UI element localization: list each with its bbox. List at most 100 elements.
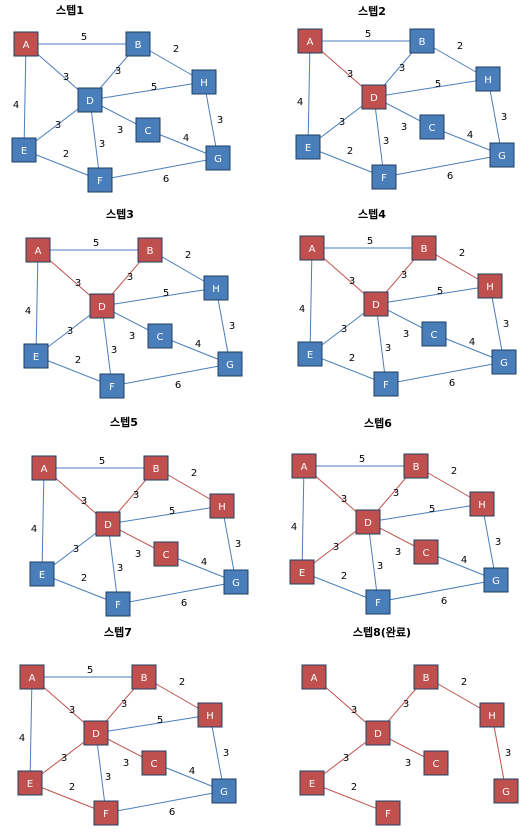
node-box [211, 778, 237, 804]
edge-weight-label: 3 [117, 125, 123, 136]
step-title: 스텝2 [358, 5, 386, 18]
node-box [419, 114, 445, 140]
edge-weight-label: 6 [169, 807, 175, 818]
node-g: G [483, 567, 509, 593]
node-box [489, 142, 515, 168]
edge-weight-label: 5 [365, 29, 371, 40]
node-box [493, 778, 519, 804]
node-label: B [147, 246, 154, 257]
node-label: F [385, 809, 391, 820]
node-box [23, 343, 49, 369]
node-box [477, 273, 503, 299]
edge-e-f [35, 355, 113, 387]
node-label: H [218, 502, 226, 513]
edge-weight-label: 3 [73, 544, 79, 555]
node-box [289, 559, 315, 585]
node-d: D [363, 291, 389, 317]
node-label: E [27, 779, 33, 790]
edge-f-g [117, 581, 237, 605]
node-a: A [291, 453, 317, 479]
edge-d-f [107, 523, 119, 605]
node-box [147, 323, 173, 349]
node-box [403, 453, 429, 479]
edge-weight-label: 3 [383, 136, 389, 147]
node-b: B [131, 664, 157, 690]
node-box [125, 31, 151, 57]
edge-weight-label: 5 [81, 32, 87, 43]
node-label: E [305, 143, 311, 154]
node-d: D [365, 720, 391, 746]
node-label: E [307, 350, 313, 361]
node-box [375, 800, 401, 826]
node-box [421, 321, 447, 347]
edge-a-e [301, 465, 305, 573]
step-title: 스텝8(완료) [353, 626, 411, 639]
edge-weight-label: 6 [441, 596, 447, 607]
node-box [135, 117, 161, 143]
node-c: C [413, 539, 439, 565]
edge-f-g [111, 363, 231, 387]
edge-weight-label: 2 [457, 41, 463, 52]
node-c: C [421, 321, 447, 347]
node-label: C [433, 759, 440, 770]
node-label: H [486, 282, 494, 293]
node-box [365, 720, 391, 746]
edge-weight-label: 3 [339, 117, 345, 128]
node-d: D [83, 720, 109, 746]
edge-weight-label: 3 [223, 748, 229, 759]
node-c: C [141, 750, 167, 776]
node-d: D [77, 87, 103, 113]
edge-weight-label: 3 [401, 270, 407, 281]
node-box [197, 702, 223, 728]
node-label: D [370, 93, 378, 104]
edge-e-f [309, 353, 387, 385]
node-box [475, 66, 501, 92]
node-box [469, 491, 495, 517]
node-g: G [223, 569, 249, 595]
node-box [95, 511, 121, 537]
node-label: G [492, 576, 500, 587]
edge-d-h [95, 714, 211, 734]
node-g: G [217, 351, 243, 377]
edge-d-h [107, 505, 223, 525]
edge-weight-label: 2 [63, 149, 69, 160]
node-label: F [97, 176, 103, 187]
node-box [423, 750, 449, 776]
edge-weight-label: 3 [501, 112, 507, 123]
edge-a-e [29, 676, 33, 784]
node-label: H [212, 284, 220, 295]
node-label: H [488, 711, 496, 722]
node-box [143, 455, 169, 481]
node-a: A [299, 235, 325, 261]
edge-weight-label: 3 [495, 537, 501, 548]
node-b: B [413, 664, 439, 690]
edge-weight-label: 2 [191, 468, 197, 479]
node-label: D [104, 520, 112, 531]
node-box [411, 235, 437, 261]
node-c: C [147, 323, 173, 349]
edge-f-g [377, 579, 497, 603]
edge-weight-label: 4 [195, 339, 201, 350]
node-label: E [33, 352, 39, 363]
edge-weight-label: 4 [201, 557, 207, 568]
node-d: D [89, 293, 115, 319]
node-f: F [93, 800, 119, 826]
node-box [355, 509, 381, 535]
edge-weight-label: 4 [183, 133, 189, 144]
node-d: D [95, 511, 121, 537]
edge-weight-label: 6 [181, 598, 187, 609]
node-box [105, 591, 131, 617]
node-box [361, 84, 387, 110]
node-e: E [289, 559, 315, 585]
edge-weight-label: 3 [121, 699, 127, 710]
edge-h-g [487, 78, 503, 156]
node-label: H [478, 500, 486, 511]
node-box [29, 561, 55, 587]
node-label: A [311, 673, 318, 684]
edge-weight-label: 3 [217, 115, 223, 126]
node-label: C [163, 550, 170, 561]
edge-e-f [307, 146, 385, 178]
edge-weight-label: 3 [341, 324, 347, 335]
edge-weight-label: 3 [403, 699, 409, 710]
